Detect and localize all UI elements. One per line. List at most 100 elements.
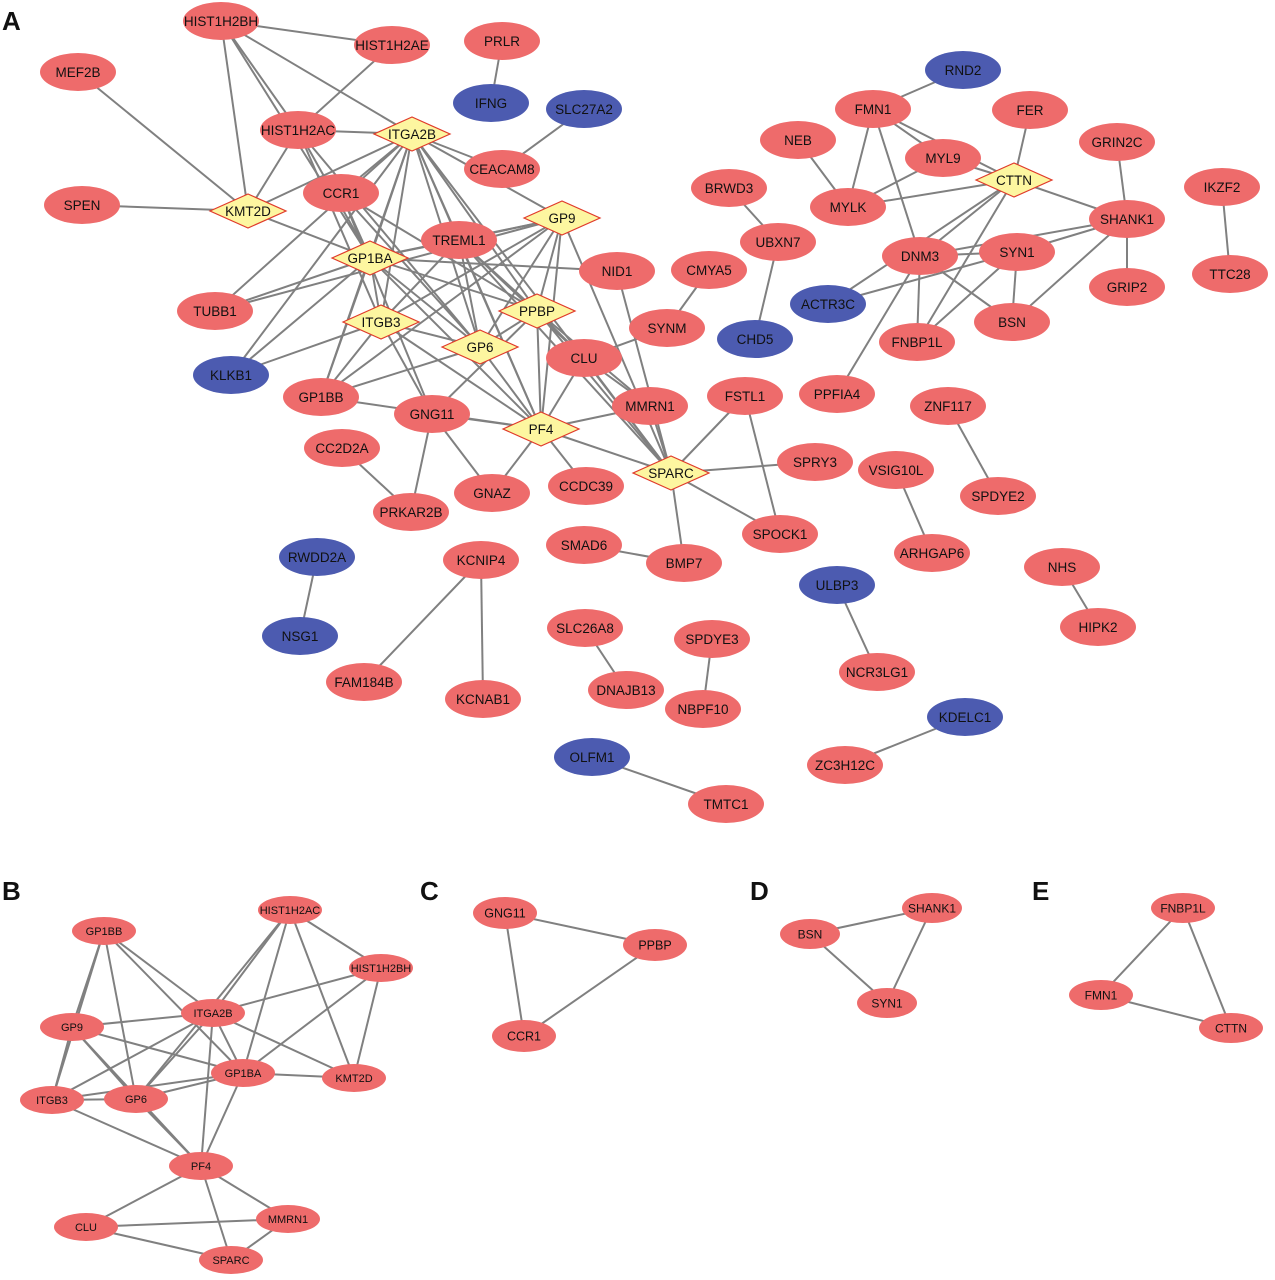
node-a-spdye3[interactable]: SPDYE3 xyxy=(674,620,750,658)
node-c-ppbp[interactable]: PPBP xyxy=(623,929,687,961)
node-a-nbpf10[interactable]: NBPF10 xyxy=(665,690,741,728)
node-a-kcnip4[interactable]: KCNIP4 xyxy=(443,541,519,579)
node-a-ccdc39[interactable]: CCDC39 xyxy=(548,467,624,505)
node-a-arhgap6[interactable]: ARHGAP6 xyxy=(894,534,970,572)
node-e-fnbp1l[interactable]: FNBP1L xyxy=(1151,893,1215,923)
node-a-itgb3[interactable]: ITGB3 xyxy=(341,304,421,340)
node-e-fmn1[interactable]: FMN1 xyxy=(1069,980,1133,1010)
node-d-bsn[interactable]: BSN xyxy=(780,919,840,949)
node-a-nsg1[interactable]: NSG1 xyxy=(262,617,338,655)
node-a-ppfia4[interactable]: PPFIA4 xyxy=(799,375,875,413)
node-a-ceacam8[interactable]: CEACAM8 xyxy=(464,150,540,188)
node-a-slc26a8[interactable]: SLC26A8 xyxy=(547,609,623,647)
node-a-myl9[interactable]: MYL9 xyxy=(905,139,981,177)
node-a-gp9[interactable]: GP9 xyxy=(522,200,602,236)
node-b-itga2b[interactable]: ITGA2B xyxy=(181,999,245,1027)
node-a-ikzf2[interactable]: IKZF2 xyxy=(1184,168,1260,206)
node-b-gp1bb[interactable]: GP1BB xyxy=(72,917,136,945)
node-b-itgb3[interactable]: ITGB3 xyxy=(20,1086,84,1114)
node-a-tmtc1[interactable]: TMTC1 xyxy=(688,785,764,823)
node-a-mef2b[interactable]: MEF2B xyxy=(40,53,116,91)
node-a-fam184b[interactable]: FAM184B xyxy=(326,663,402,701)
node-a-bsn[interactable]: BSN xyxy=(974,303,1050,341)
node-a-nid1[interactable]: NID1 xyxy=(579,252,655,290)
node-a-cmya5[interactable]: CMYA5 xyxy=(671,251,747,289)
node-a-gng11[interactable]: GNG11 xyxy=(394,395,470,433)
node-a-gp1ba[interactable]: GP1BA xyxy=(330,240,410,276)
node-a-vsig10l[interactable]: VSIG10L xyxy=(858,451,934,489)
node-a-prlr[interactable]: PRLR xyxy=(464,22,540,60)
node-a-ccr1[interactable]: CCR1 xyxy=(303,174,379,212)
node-a-hist1h2bh[interactable]: HIST1H2BH xyxy=(183,2,259,40)
node-d-syn1[interactable]: SYN1 xyxy=(857,988,917,1018)
node-a-ttc28[interactable]: TTC28 xyxy=(1192,255,1268,293)
node-a-gp1bb[interactable]: GP1BB xyxy=(283,378,359,416)
node-b-kmt2d[interactable]: KMT2D xyxy=(322,1064,386,1092)
node-a-fmn1[interactable]: FMN1 xyxy=(835,90,911,128)
node-a-zc3h12c[interactable]: ZC3H12C xyxy=(807,746,883,784)
node-a-hist1h2ac[interactable]: HIST1H2AC xyxy=(260,111,336,149)
node-a-znf117[interactable]: ZNF117 xyxy=(910,387,986,425)
node-a-mmrn1[interactable]: MMRN1 xyxy=(612,387,688,425)
node-a-ppbp[interactable]: PPBP xyxy=(497,293,577,329)
node-a-rwdd2a[interactable]: RWDD2A xyxy=(279,538,355,576)
node-a-spen[interactable]: SPEN xyxy=(44,186,120,224)
node-a-gnaz[interactable]: GNAZ xyxy=(454,474,530,512)
node-b-gp9[interactable]: GP9 xyxy=(40,1013,104,1041)
node-a-slc27a2[interactable]: SLC27A2 xyxy=(546,90,622,128)
node-d-shank1[interactable]: SHANK1 xyxy=(902,893,962,923)
node-a-synm[interactable]: SYNM xyxy=(629,309,705,347)
node-a-bmp7[interactable]: BMP7 xyxy=(646,544,722,582)
node-a-sparc[interactable]: SPARC xyxy=(631,455,711,491)
node-a-kmt2d[interactable]: KMT2D xyxy=(208,193,288,229)
node-a-grin2c[interactable]: GRIN2C xyxy=(1079,123,1155,161)
node-a-nhs[interactable]: NHS xyxy=(1024,548,1100,586)
node-a-rnd2[interactable]: RND2 xyxy=(925,51,1001,89)
node-a-treml1[interactable]: TREML1 xyxy=(421,221,497,259)
node-a-fstl1[interactable]: FSTL1 xyxy=(707,377,783,415)
node-a-pf4[interactable]: PF4 xyxy=(501,411,581,447)
node-a-dnm3[interactable]: DNM3 xyxy=(882,237,958,275)
node-a-chd5[interactable]: CHD5 xyxy=(717,320,793,358)
node-a-gp6[interactable]: GP6 xyxy=(440,329,520,365)
node-b-mmrn1[interactable]: MMRN1 xyxy=(256,1205,320,1233)
node-a-actr3c[interactable]: ACTR3C xyxy=(790,285,866,323)
node-a-kdelc1[interactable]: KDELC1 xyxy=(927,698,1003,736)
node-b-gp6[interactable]: GP6 xyxy=(104,1085,168,1113)
node-a-ubxn7[interactable]: UBXN7 xyxy=(740,223,816,261)
node-a-cttn[interactable]: CTTN xyxy=(974,162,1054,198)
node-a-itga2b[interactable]: ITGA2B xyxy=(372,116,452,152)
node-a-clu[interactable]: CLU xyxy=(546,339,622,377)
node-a-neb[interactable]: NEB xyxy=(760,121,836,159)
node-a-brwd3[interactable]: BRWD3 xyxy=(691,169,767,207)
node-a-smad6[interactable]: SMAD6 xyxy=(546,526,622,564)
node-a-ulbp3[interactable]: ULBP3 xyxy=(799,566,875,604)
node-a-fnbp1l[interactable]: FNBP1L xyxy=(879,323,955,361)
node-a-hist1h2ae[interactable]: HIST1H2AE xyxy=(354,26,430,64)
node-b-pf4[interactable]: PF4 xyxy=(169,1152,233,1180)
node-a-tubb1[interactable]: TUBB1 xyxy=(177,292,253,330)
node-e-cttn[interactable]: CTTN xyxy=(1199,1013,1263,1043)
node-c-gng11[interactable]: GNG11 xyxy=(473,897,537,929)
node-a-grip2[interactable]: GRIP2 xyxy=(1089,268,1165,306)
node-a-ncr3lg1[interactable]: NCR3LG1 xyxy=(839,653,915,691)
node-a-spock1[interactable]: SPOCK1 xyxy=(742,515,818,553)
node-a-mylk[interactable]: MYLK xyxy=(810,188,886,226)
node-a-prkar2b[interactable]: PRKAR2B xyxy=(373,493,449,531)
node-a-syn1[interactable]: SYN1 xyxy=(979,233,1055,271)
node-a-cc2d2a[interactable]: CC2D2A xyxy=(304,429,380,467)
node-a-klkb1[interactable]: KLKB1 xyxy=(193,356,269,394)
node-a-fer[interactable]: FER xyxy=(992,91,1068,129)
node-b-clu[interactable]: CLU xyxy=(54,1213,118,1241)
node-a-kcnab1[interactable]: KCNAB1 xyxy=(445,680,521,718)
node-a-spry3[interactable]: SPRY3 xyxy=(777,443,853,481)
node-b-hist1h2bh[interactable]: HIST1H2BH xyxy=(349,954,413,982)
node-b-sparc[interactable]: SPARC xyxy=(199,1246,263,1274)
node-a-olfm1[interactable]: OLFM1 xyxy=(554,738,630,776)
node-b-hist1h2ac[interactable]: HIST1H2AC xyxy=(258,896,322,924)
node-a-spdye2[interactable]: SPDYE2 xyxy=(960,477,1036,515)
node-a-hipk2[interactable]: HIPK2 xyxy=(1060,608,1136,646)
node-b-gp1ba[interactable]: GP1BA xyxy=(211,1059,275,1087)
node-a-shank1[interactable]: SHANK1 xyxy=(1089,200,1165,238)
node-a-dnajb13[interactable]: DNAJB13 xyxy=(588,671,664,709)
